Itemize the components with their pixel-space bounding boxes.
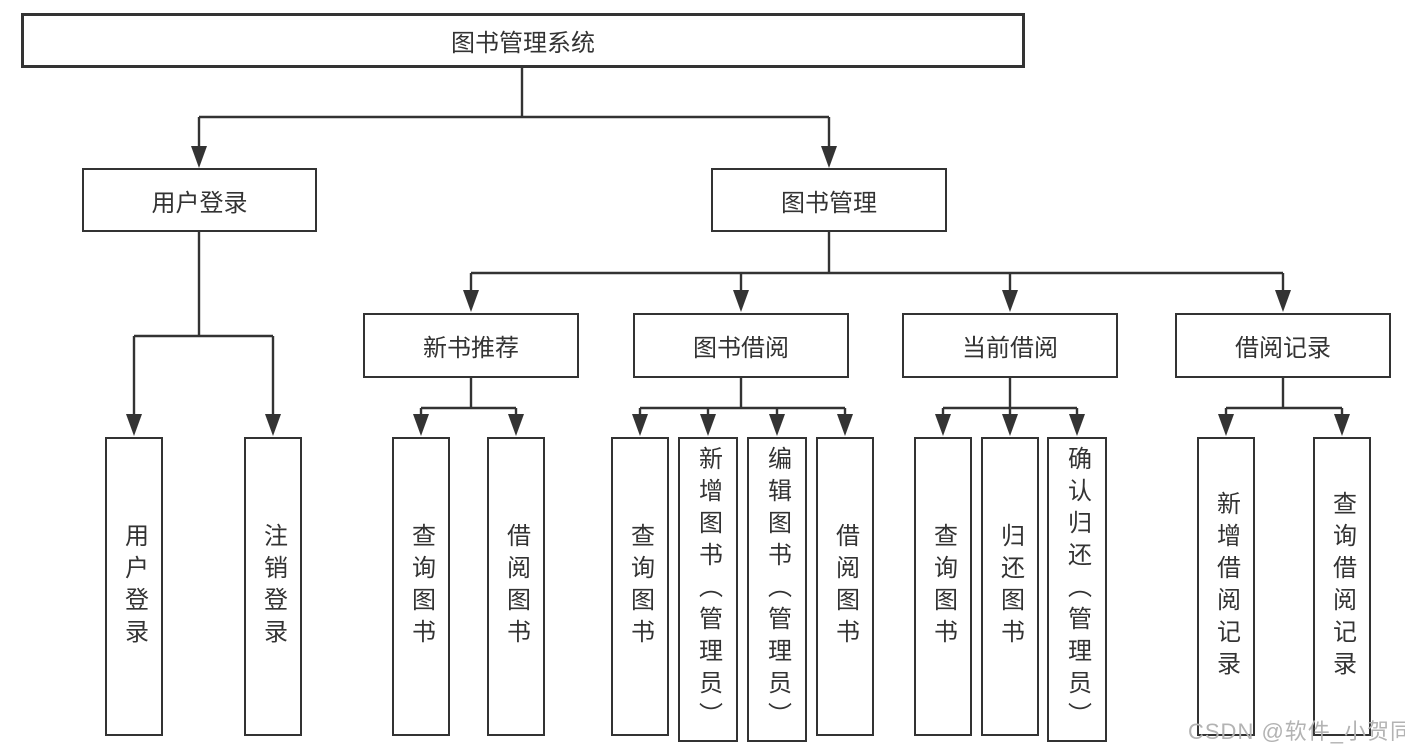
leaf-confirm-return-admin: 确认归还（管理员）: [1047, 437, 1107, 742]
leaf-borrow-books-recommend: 借阅图书: [487, 437, 545, 736]
leaf-search-books-recommend: 查询图书: [392, 437, 450, 736]
node-current-borrowing: 当前借阅: [902, 313, 1118, 378]
leaf-search-books-current: 查询图书: [914, 437, 972, 736]
leaf-borrow-books-borrowing: 借阅图书: [816, 437, 874, 736]
leaf-edit-book-admin: 编辑图书（管理员）: [747, 437, 807, 742]
node-book-management: 图书管理: [711, 168, 947, 232]
csdn-watermark: CSDN @软件_小贺同学: [1188, 719, 1405, 744]
leaf-search-borrow-record: 查询借阅记录: [1313, 437, 1371, 736]
leaf-add-borrow-record: 新增借阅记录: [1197, 437, 1255, 736]
leaf-user-login: 用户登录: [105, 437, 163, 736]
leaf-return-books: 归还图书: [981, 437, 1039, 736]
node-user-login: 用户登录: [82, 168, 317, 232]
leaf-logout: 注销登录: [244, 437, 302, 736]
leaf-add-book-admin: 新增图书（管理员）: [678, 437, 738, 742]
leaf-search-books-borrowing: 查询图书: [611, 437, 669, 736]
node-borrowing-records: 借阅记录: [1175, 313, 1391, 378]
node-book-borrowing: 图书借阅: [633, 313, 849, 378]
node-new-book-recommendation: 新书推荐: [363, 313, 579, 378]
node-library-management-system: 图书管理系统: [21, 13, 1025, 68]
